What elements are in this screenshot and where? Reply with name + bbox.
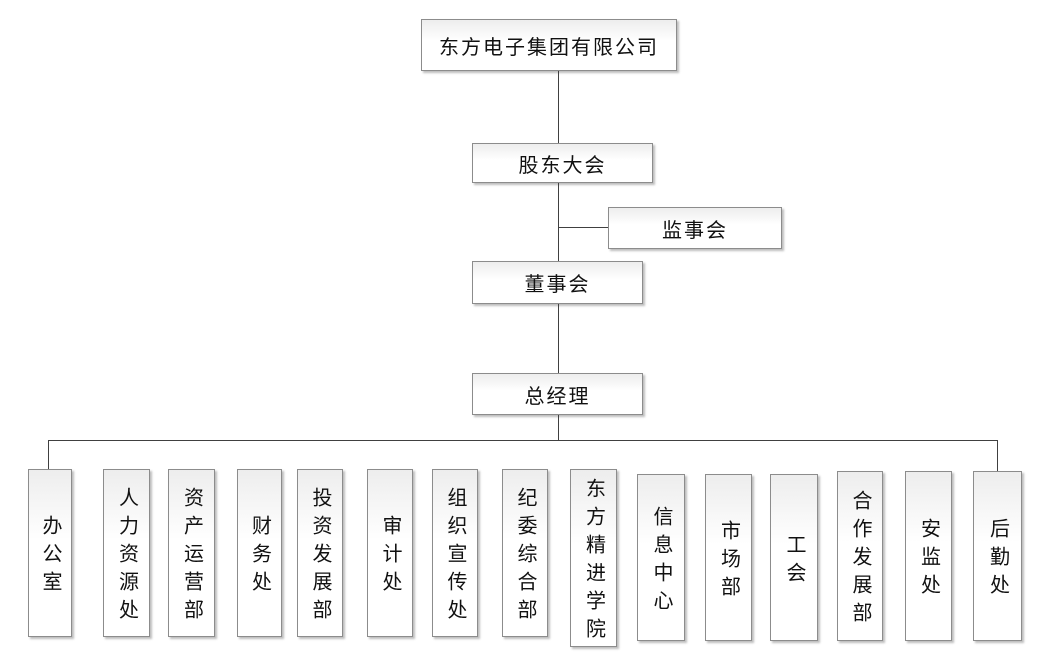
dept-label: 纪委综合部 bbox=[514, 487, 536, 627]
connector-gm-to-rail bbox=[558, 415, 559, 440]
dept-box-organization-publicity: 组织宣传处 bbox=[432, 469, 478, 637]
connector-board-to-gm bbox=[558, 304, 559, 373]
dept-label: 投资发展部 bbox=[309, 487, 331, 627]
dept-label: 市场部 bbox=[717, 519, 740, 604]
dept-label: 合作发展部 bbox=[849, 490, 871, 630]
org-box-shareholders-meeting: 股东大会 bbox=[472, 143, 653, 183]
dept-box-safety-supervision: 安监处 bbox=[905, 471, 952, 641]
dept-box-asset-operations: 资产运营部 bbox=[168, 469, 215, 637]
connector-department-rail bbox=[48, 440, 997, 441]
dept-label: 安监处 bbox=[917, 518, 940, 602]
dept-box-finance: 财务处 bbox=[237, 469, 282, 637]
connector-branch-supervisory bbox=[558, 227, 608, 228]
dept-label: 人力资源处 bbox=[115, 487, 138, 627]
dept-box-cooperation-development: 合作发展部 bbox=[837, 471, 883, 641]
dept-box-marketing: 市场部 bbox=[705, 474, 752, 641]
org-box-root: 东方电子集团有限公司 bbox=[421, 19, 677, 71]
dept-label: 办公室 bbox=[39, 515, 61, 599]
dept-box-labor-union: 工会 bbox=[770, 474, 818, 641]
connector-root-to-shareholders bbox=[558, 71, 559, 143]
dept-label: 后勤处 bbox=[986, 518, 1009, 602]
dept-box-office: 办公室 bbox=[28, 469, 72, 637]
dept-box-logistics: 后勤处 bbox=[973, 471, 1022, 641]
connector-rail-left-stub bbox=[48, 440, 49, 469]
dept-label: 工会 bbox=[783, 533, 805, 590]
dept-label: 组织宣传处 bbox=[444, 487, 466, 627]
dept-box-information-center: 信息中心 bbox=[637, 474, 685, 641]
dept-label: 财务处 bbox=[248, 515, 271, 599]
connector-rail-right-stub bbox=[997, 440, 998, 474]
dept-box-jingjin-academy: 东方精进学院 bbox=[570, 469, 617, 647]
dept-label: 资产运营部 bbox=[180, 487, 203, 627]
dept-box-investment-development: 投资发展部 bbox=[297, 469, 343, 637]
dept-label: 信息中心 bbox=[650, 505, 672, 618]
org-box-supervisory-board: 监事会 bbox=[608, 207, 782, 249]
dept-box-audit: 审计处 bbox=[367, 469, 413, 637]
dept-box-human-resources: 人力资源处 bbox=[103, 469, 150, 637]
org-box-general-manager: 总经理 bbox=[472, 373, 643, 415]
dept-box-discipline-inspection: 纪委综合部 bbox=[502, 469, 548, 637]
connector-shareholders-to-board bbox=[558, 183, 559, 261]
org-box-board-of-directors: 董事会 bbox=[472, 261, 643, 304]
dept-label: 审计处 bbox=[379, 515, 401, 599]
dept-label: 东方精进学院 bbox=[582, 478, 605, 646]
